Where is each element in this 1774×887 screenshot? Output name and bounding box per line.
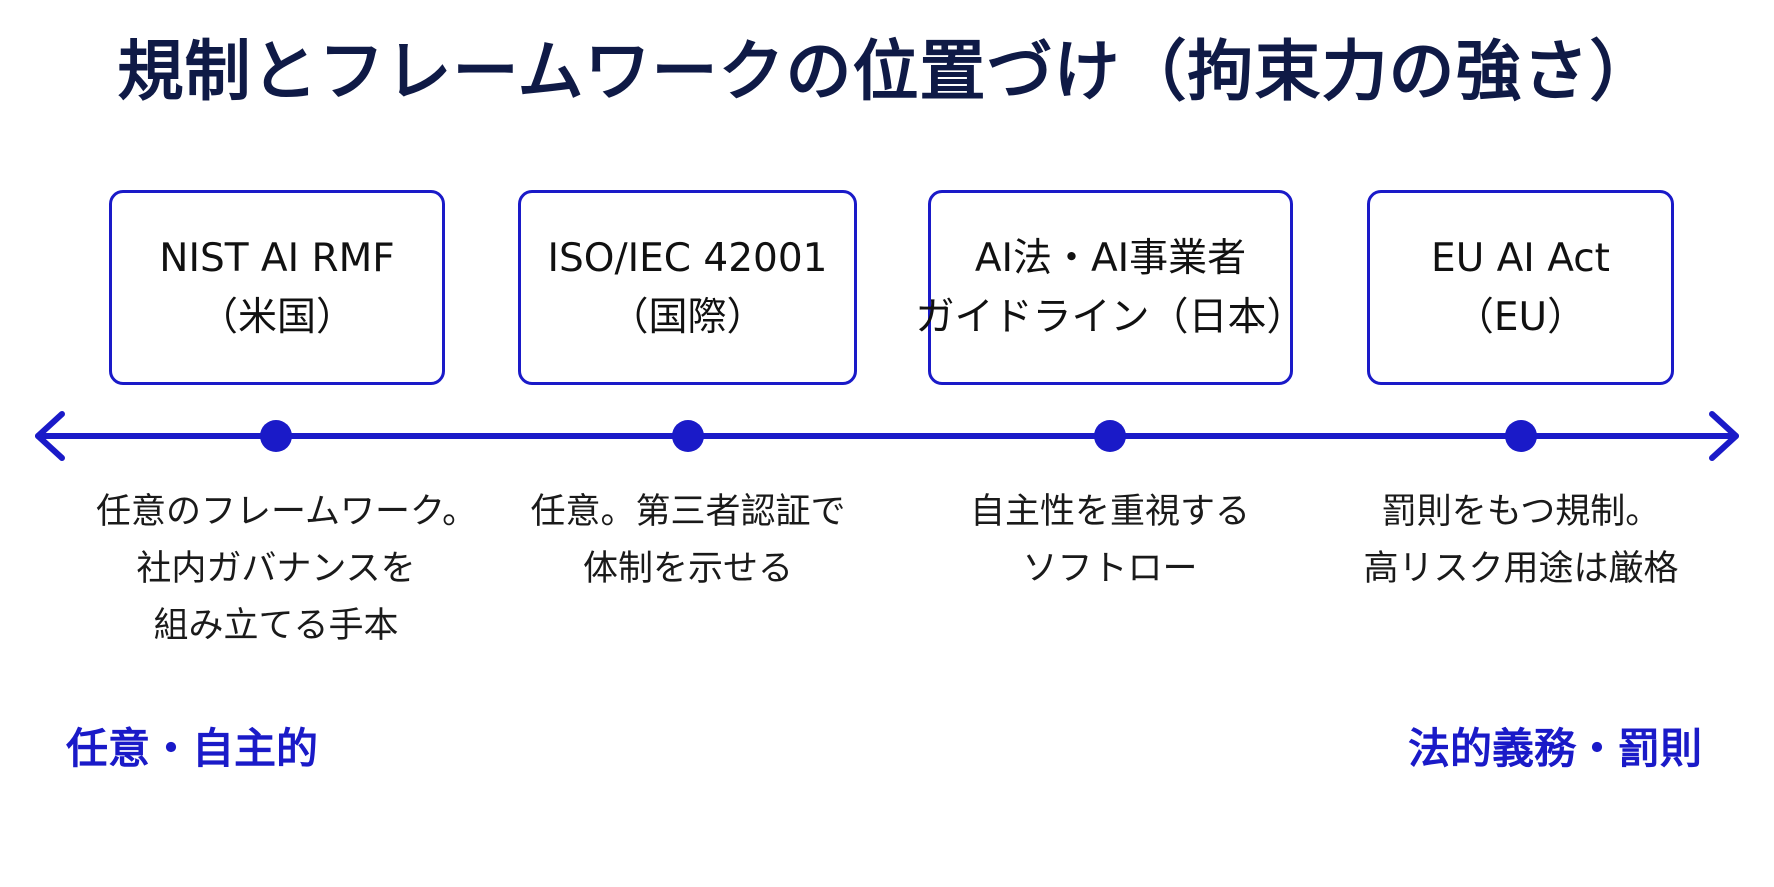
description-japan: 自主性を重視する ソフトロー [930,484,1290,598]
framework-box-nist-line-2: （米国） [198,294,355,340]
axis-dot-japan [1094,420,1126,452]
arrow-left-icon [35,411,65,461]
axis-right-label: 法的義務・罰則 [1407,724,1702,773]
framework-box-iso-line-1: ISO/IEC 42001 [547,235,828,281]
description-eu-line-1: 罰則をもつ規制。 [1381,492,1661,532]
description-nist: 任意のフレームワーク。 社内ガバナンスを 組み立てる手本 [96,484,478,655]
description-japan-line-2: ソフトロー [1022,549,1198,589]
framework-box-japan-line-2: ガイドライン（日本） [915,294,1306,340]
axis-dot-nist [260,420,292,452]
framework-box-nist-line-1: NIST AI RMF [159,235,395,281]
description-eu: 罰則をもつ規制。 高リスク用途は厳格 [1341,484,1701,598]
framework-box-iso: ISO/IEC 42001 （国際） [518,190,857,385]
framework-box-eu-line-2: （EU） [1454,294,1587,340]
description-japan-line-1: 自主性を重視する [969,492,1250,532]
framework-box-nist: NIST AI RMF （米国） [109,190,445,385]
framework-box-eu-line-1: EU AI Act [1431,235,1610,281]
description-nist-line-2: 社内ガバナンスを [136,549,416,589]
description-eu-line-2: 高リスク用途は厳格 [1363,549,1679,589]
framework-box-iso-line-2: （国際） [609,294,766,340]
framework-box-japan-line-1: AI法・AI事業者 [974,235,1247,281]
page-title: 規制とフレームワークの位置づけ（拘束力の強さ） [117,33,1657,110]
axis-dot-iso [672,420,704,452]
description-iso-line-1: 任意。第三者認証で [530,492,846,532]
axis-left-label: 任意・自主的 [66,724,319,773]
description-iso: 任意。第三者認証で 体制を示せる [508,484,868,598]
framework-box-japan: AI法・AI事業者 ガイドライン（日本） [916,190,1306,385]
framework-box-eu: EU AI Act （EU） [1367,190,1674,385]
description-nist-line-1: 任意のフレームワーク。 [96,492,478,532]
description-iso-line-2: 体制を示せる [582,549,793,589]
description-nist-line-3: 組み立てる手本 [153,606,399,646]
axis-dot-eu [1505,420,1537,452]
arrow-right-icon [1709,411,1739,461]
